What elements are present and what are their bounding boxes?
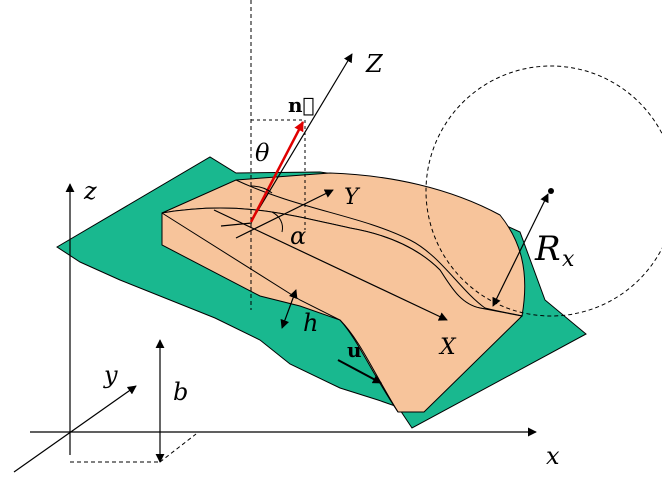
label-z-global: z	[83, 177, 97, 205]
global-y-axis	[13, 385, 137, 473]
label-R-subscript: x	[562, 247, 575, 272]
curvature-center	[548, 188, 554, 194]
theta-arc	[250, 185, 273, 194]
label-Y-local: Y	[344, 185, 361, 210]
alpha-arc	[271, 211, 283, 233]
u-velocity-arrow	[337, 359, 382, 384]
label-b: b	[173, 378, 188, 406]
local-Y-axis	[235, 189, 334, 239]
local-X-axis	[213, 209, 448, 321]
normal-vector	[249, 121, 305, 223]
origin-tick	[220, 222, 253, 227]
label-theta: θ	[255, 139, 270, 167]
label-alpha: α	[290, 222, 306, 250]
label-u: u	[347, 338, 362, 362]
film-front-face	[161, 207, 524, 413]
label-x-global: x	[546, 442, 560, 470]
label-X-local: X	[438, 335, 457, 360]
label-h: h	[303, 309, 318, 337]
local-Z-axis	[250, 53, 353, 223]
label-Z-local: Z	[365, 50, 384, 78]
h-dimension	[280, 289, 298, 329]
label-y-global: y	[103, 361, 118, 389]
label-R: R	[534, 229, 561, 269]
film-front-edge	[161, 212, 399, 413]
curvature-circle	[425, 65, 662, 317]
b-dashed-diag	[159, 433, 197, 463]
curvature-radius	[492, 193, 549, 307]
label-n-vector: n⃗	[288, 93, 315, 117]
film-contour-line	[235, 179, 523, 317]
